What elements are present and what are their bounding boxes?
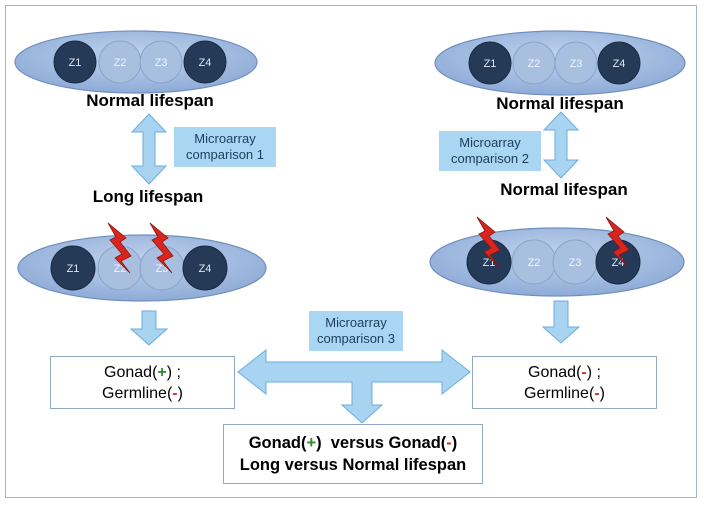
cell-label-z4: Z4: [199, 263, 212, 275]
comparison-2-line1: Microarray: [459, 135, 521, 150]
cell-z1: [468, 41, 512, 85]
final-comparison-box: Gonad(+) versus Gonad(-) Long versus Nor…: [223, 424, 483, 484]
cell-z4: [597, 41, 641, 85]
cell-label-z3: Z3: [570, 58, 583, 70]
comparison-3-box: Microarray comparison 3: [309, 311, 403, 351]
cell-label-z2: Z2: [528, 58, 541, 70]
three-way-arrow: [237, 348, 471, 424]
comparison-3-line2: comparison 3: [316, 331, 396, 346]
result-left-line1: Gonad(+) ;: [104, 363, 181, 381]
cell-label-z4: Z4: [612, 257, 625, 269]
plus-sign: +: [157, 363, 167, 381]
minus-sign: -: [581, 363, 587, 381]
cell-label-z3: Z3: [155, 57, 168, 69]
comparison-2-box: Microarray comparison 2: [439, 131, 541, 171]
cell-label-z2: Z2: [114, 263, 127, 275]
down-arrow-right: [541, 300, 581, 344]
cell-label-z1: Z1: [483, 257, 496, 269]
final-line2: Long versus Normal lifespan: [239, 456, 467, 474]
cell-label-z3: Z3: [156, 263, 169, 275]
result-box-right: Gonad(-) ; Germline(-): [472, 356, 657, 409]
cell-group-top-left: Z1 Z2 Z3 Z4: [14, 30, 258, 94]
cell-z1: [53, 40, 97, 84]
plus-sign: +: [306, 434, 317, 452]
label-top-left: Normal lifespan: [86, 91, 214, 110]
cell-label-z3: Z3: [569, 257, 582, 269]
result-box-left: Gonad(+) ; Germline(-): [50, 356, 235, 409]
bolts-layer: [107, 216, 630, 274]
cell-label-z2: Z2: [114, 57, 127, 69]
cell-group-bottom-left: Z1 Z2 Z3 Z4: [17, 234, 267, 302]
cell-z3: [139, 40, 183, 84]
double-arrow-comparison-1: [130, 113, 168, 185]
comparison-1-line2: comparison 1: [185, 147, 265, 162]
cell-group-bottom-right: Z1 Z2 Z3 Z4: [429, 227, 685, 297]
comparison-3-line1: Microarray: [325, 315, 387, 330]
label-bottom-left: Long lifespan: [92, 187, 204, 206]
comparison-1-box: Microarray comparison 1: [174, 127, 276, 167]
minus-sign: -: [594, 384, 600, 402]
cell-z3: [554, 41, 598, 85]
cell-label-z1: Z1: [69, 57, 82, 69]
lightning-bolt-icon: [107, 222, 132, 274]
result-left-line2: Germline(-): [102, 384, 183, 402]
label-top-right: Normal lifespan: [496, 94, 624, 113]
cell-label-z4: Z4: [613, 58, 626, 70]
arrows-layer: [129, 111, 581, 424]
minus-sign: -: [172, 384, 178, 402]
comparison-2-line2: comparison 2: [450, 151, 530, 166]
lightning-bolt-icon: [149, 222, 174, 274]
result-right-line1: Gonad(-) ;: [528, 363, 601, 381]
minus-sign: -: [446, 434, 452, 452]
double-arrow-comparison-2: [542, 111, 580, 179]
cell-group-top-right: Z1 Z2 Z3 Z4: [434, 30, 686, 96]
result-right-line2: Germline(-): [524, 384, 605, 402]
cell-z4: [182, 245, 228, 291]
final-line1: Gonad(+) versus Gonad(-): [248, 434, 458, 452]
cell-z1: [50, 245, 96, 291]
down-arrow-left: [129, 310, 169, 346]
comparison-1-line1: Microarray: [194, 131, 256, 146]
lightning-bolt-icon: [476, 216, 501, 268]
cell-label-z1: Z1: [484, 58, 497, 70]
lightning-bolt-icon: [605, 216, 630, 268]
cell-label-z1: Z1: [67, 263, 80, 275]
cell-label-z4: Z4: [199, 57, 212, 69]
label-bottom-right: Normal lifespan: [500, 180, 628, 199]
cell-z4: [183, 40, 227, 84]
cell-label-z2: Z2: [528, 257, 541, 269]
